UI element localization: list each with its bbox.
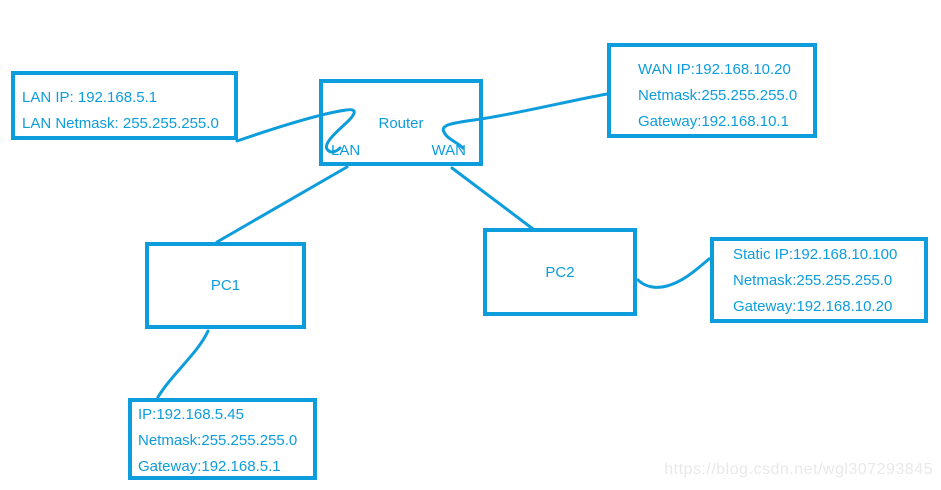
connector-router-pc2	[450, 166, 535, 231]
ip-info-line: Gateway:192.168.5.1	[138, 458, 281, 475]
ip-info-line: IP:192.168.5.45	[138, 406, 244, 423]
lan-info-box: LAN IP: 192.168.5.1 LAN Netmask: 255.255…	[11, 71, 238, 140]
connector-pc1-ipinfo	[156, 329, 210, 399]
watermark: https://blog.csdn.net/wgl307293845	[664, 461, 933, 478]
static-ip-info-box: Static IP:192.168.10.100 Netmask:255.255…	[710, 237, 928, 323]
pc1-label: PC1	[210, 277, 241, 294]
static-ip-info-line: Netmask:255.255.255.0	[733, 272, 893, 289]
wan-info-box: WAN IP:192.168.10.20 Netmask:255.255.255…	[607, 43, 817, 138]
pc1-node: PC1	[145, 242, 306, 329]
wan-info-line: Netmask:255.255.255.0	[638, 87, 798, 104]
router-label: Router	[378, 115, 424, 132]
ip-info-box: IP:192.168.5.45 Netmask:255.255.255.0 Ga…	[128, 398, 317, 480]
lan-info-line: LAN Netmask: 255.255.255.0	[22, 115, 219, 132]
pc2-label: PC2	[545, 263, 575, 281]
router-lan-port-label: LAN	[331, 142, 361, 159]
connector-pc2-staticinfo	[636, 257, 711, 289]
connector-router-pc1	[215, 165, 349, 244]
pc2-node: PC2	[483, 228, 637, 316]
router-wan-port-label: WAN	[431, 142, 466, 159]
router-node: Router LAN WAN	[319, 79, 483, 166]
static-ip-info-line: Gateway:192.168.10.20	[733, 298, 893, 315]
lan-info-line: LAN IP: 192.168.5.1	[22, 89, 158, 106]
wan-info-line: WAN IP:192.168.10.20	[638, 61, 791, 78]
ip-info-line: Netmask:255.255.255.0	[138, 432, 298, 449]
static-ip-info-line: Static IP:192.168.10.100	[733, 246, 898, 263]
wan-info-line: Gateway:192.168.10.1	[638, 113, 789, 130]
